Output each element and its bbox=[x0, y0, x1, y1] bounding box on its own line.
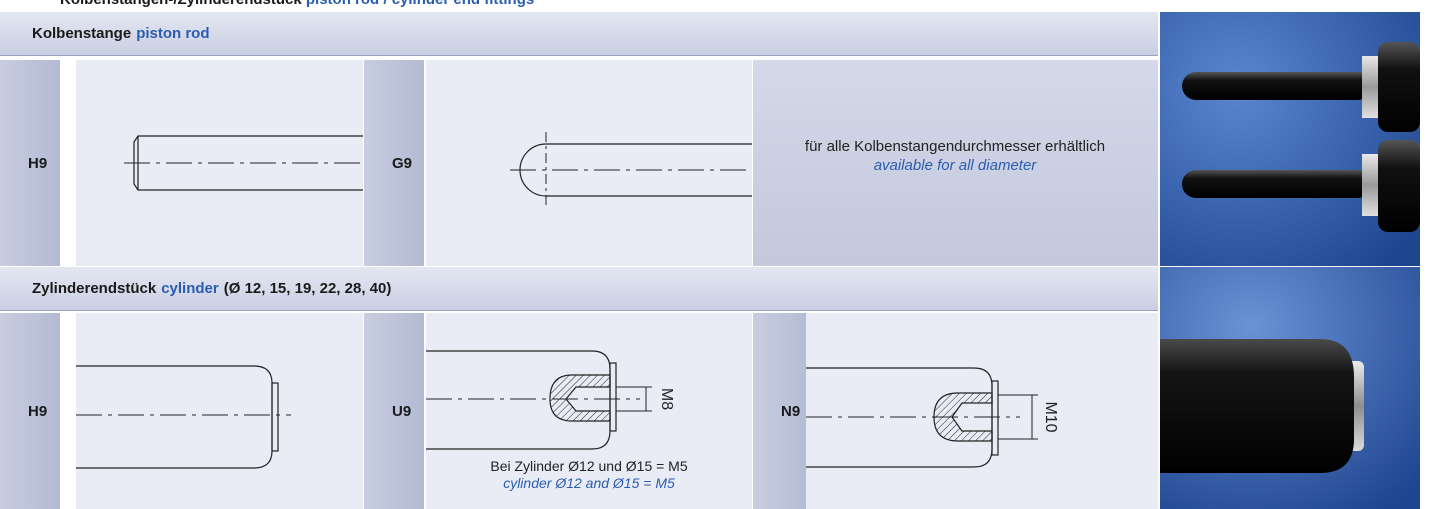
drawing-h9-piston bbox=[76, 60, 363, 266]
piston-rod-h9-drawing bbox=[124, 135, 363, 191]
note-de: für alle Kolbenstangendurchmesser erhält… bbox=[804, 138, 1106, 155]
piston-rod-g9-drawing bbox=[510, 132, 752, 208]
cylinder-title-de: Zylinderendstück bbox=[32, 280, 157, 297]
cylinder-photo bbox=[1160, 267, 1420, 509]
piston-note-panel bbox=[753, 60, 1158, 266]
cylinder-n9-drawing: M10 bbox=[806, 367, 1059, 468]
drawing-u9: M8 bbox=[426, 313, 752, 509]
piston-availability-note: für alle Kolbenstangendurchmesser erhält… bbox=[752, 138, 1158, 174]
note-en: available for all diameter bbox=[873, 157, 1037, 174]
cropped-heading-en: piston rod / cylinder end fittings bbox=[306, 0, 534, 8]
cylinder-title-en: cylinder bbox=[161, 280, 219, 297]
cylinder-section-header: Zylinderendstück cylinder (Ø 12, 15, 19,… bbox=[0, 267, 1158, 311]
variant-label-u9: U9 bbox=[364, 313, 424, 509]
top-cropped-heading: Kolbenstangen-/Zylinderendstück piston r… bbox=[0, 0, 1436, 10]
variant-label-g9: G9 bbox=[364, 60, 424, 266]
thread-label-m10: M10 bbox=[1042, 401, 1059, 432]
piston-rod-title-de: Kolbenstange bbox=[32, 25, 132, 42]
drawing-h9-cylinder bbox=[76, 313, 363, 509]
variant-label-h9-cylinder: H9 bbox=[0, 313, 60, 509]
piston-rod-title-en: piston rod bbox=[136, 25, 210, 42]
variant-label-n9: N9 bbox=[753, 313, 813, 509]
cylinder-u9-drawing: M8 bbox=[426, 350, 675, 450]
cylinder-title-sizes: (Ø 12, 15, 19, 22, 28, 40) bbox=[223, 280, 392, 297]
thread-note-en: cylinder Ø12 and Ø15 = M5 bbox=[503, 475, 675, 491]
variant-label-h9-piston: H9 bbox=[0, 60, 60, 266]
piston-rod-section-header: Kolbenstange piston rod bbox=[0, 12, 1158, 56]
cropped-heading-de: Kolbenstangen-/Zylinderendstück bbox=[60, 0, 302, 8]
drawing-n9: M10 bbox=[806, 313, 1158, 509]
thread-note-de: Bei Zylinder Ø12 und Ø15 = M5 bbox=[490, 458, 688, 474]
thread-label-m8: M8 bbox=[658, 388, 675, 410]
drawing-g9 bbox=[426, 60, 752, 266]
cylinder-thread-note: Bei Zylinder Ø12 und Ø15 = M5 cylinder Ø… bbox=[424, 458, 754, 491]
cylinder-h9-drawing bbox=[76, 365, 291, 469]
piston-rod-photo bbox=[1160, 12, 1420, 266]
